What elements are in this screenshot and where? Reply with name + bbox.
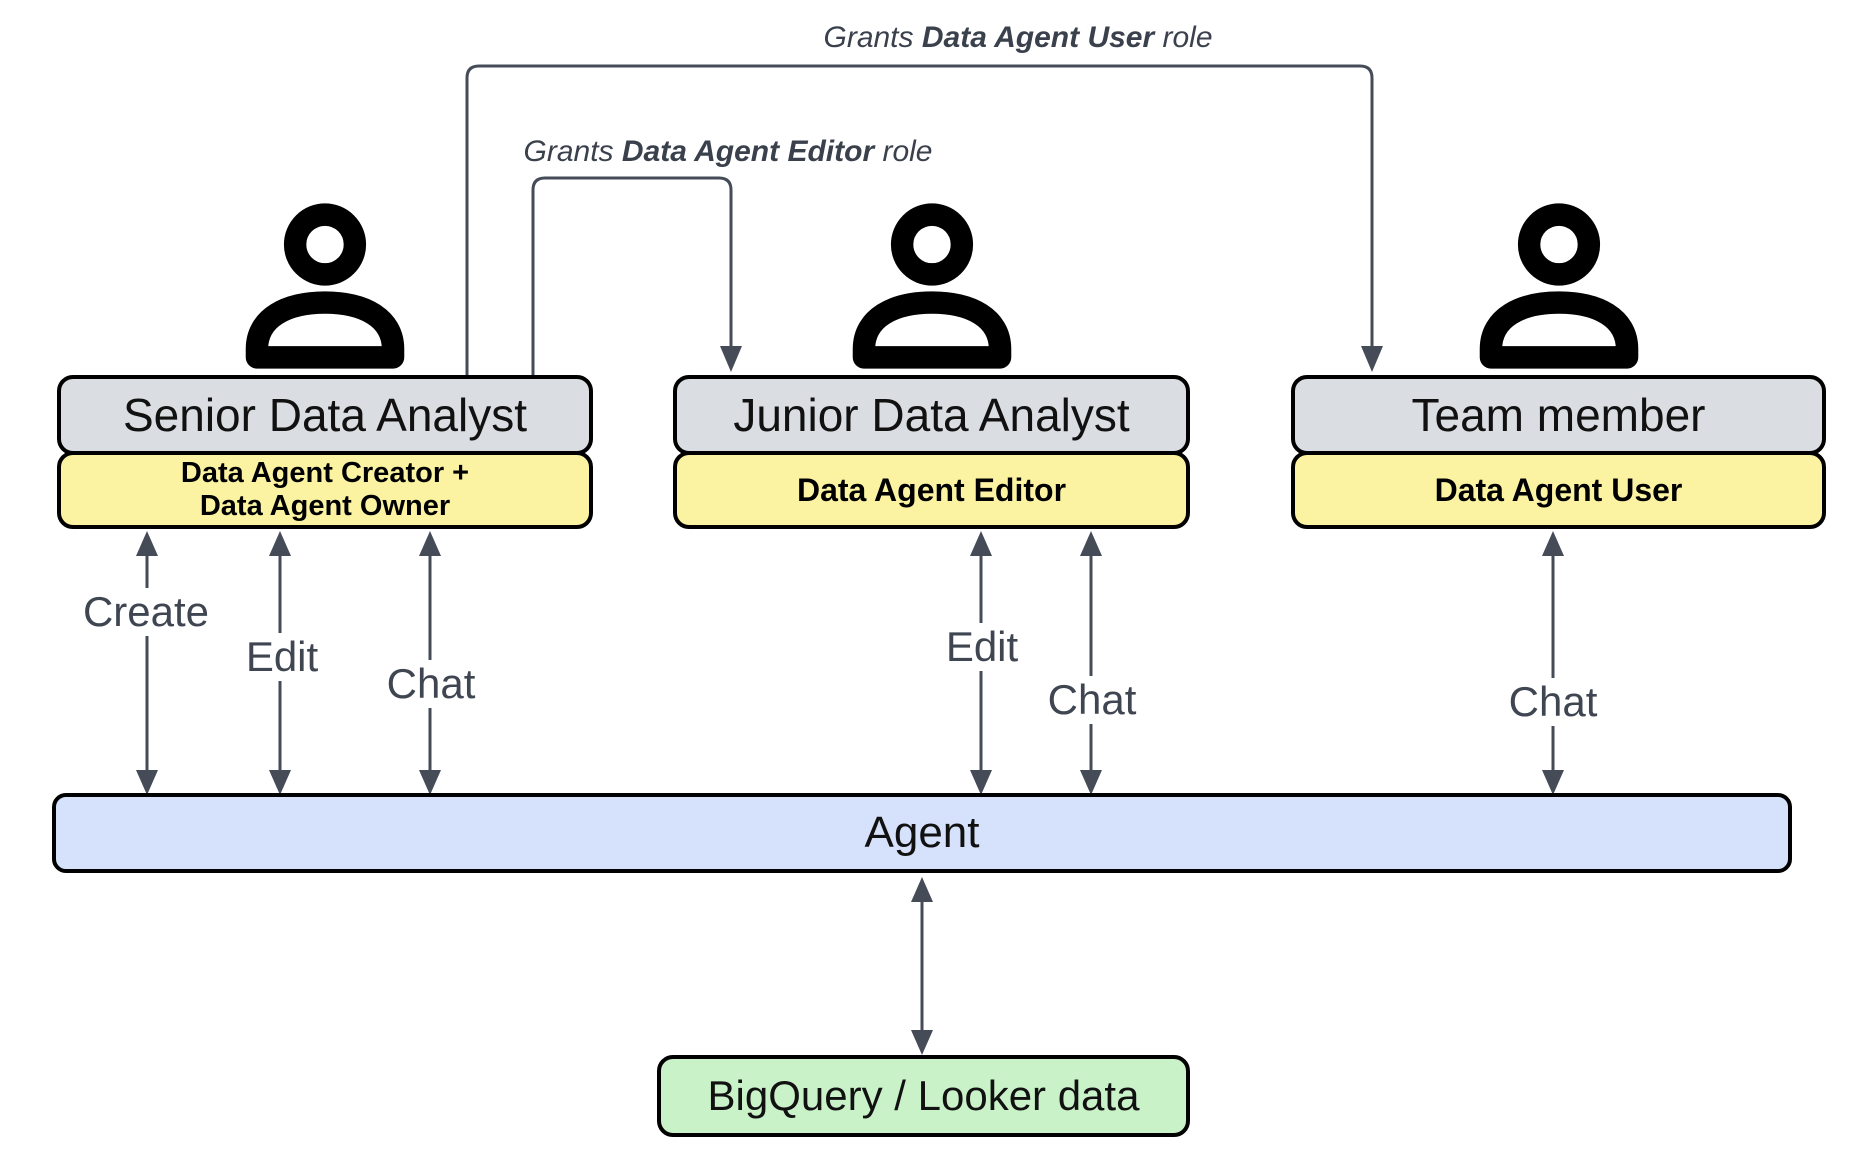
role-band-senior: Data Agent Creator + Data Agent Owner (57, 451, 593, 529)
role-line: Data Agent Owner (199, 490, 451, 522)
actor-title-junior: Junior Data Analyst (673, 375, 1190, 455)
actor-card-senior: Senior Data Analyst Data Agent Creator +… (57, 203, 593, 529)
grant-editor-connector (531, 176, 733, 377)
grant-label-user-prefix: Grants (823, 21, 922, 54)
role-line: Data Agent Creator + (180, 457, 470, 489)
grant-label-editor-suffix: role (874, 135, 933, 168)
person-icon (1479, 203, 1638, 369)
actor-card-team: Team member Data Agent User (1291, 203, 1826, 529)
arrowheads (136, 346, 1564, 1055)
agent-label: Agent (864, 808, 980, 857)
role-band-team: Data Agent User (1291, 451, 1826, 529)
grant-label-user: Grants Data Agent User role (823, 21, 1212, 55)
person-icon (245, 203, 405, 369)
person-icon (852, 203, 1011, 369)
action-label-edit-junior: Edit (939, 623, 1025, 671)
action-label-chat-team: Chat (1502, 678, 1604, 726)
action-label-chat-junior: Chat (1041, 676, 1143, 724)
action-label-chat-senior: Chat (380, 660, 482, 708)
grant-label-editor: Grants Data Agent Editor role (524, 135, 933, 169)
role-line: Data Agent Editor (796, 471, 1067, 508)
action-label-edit-senior: Edit (239, 633, 325, 681)
grant-label-user-suffix: role (1154, 21, 1213, 54)
actor-card-junior: Junior Data Analyst Data Agent Editor (673, 203, 1190, 529)
grant-user-connector (465, 64, 1374, 377)
grant-label-editor-role: Data Agent Editor (621, 135, 875, 168)
grant-label-editor-prefix: Grants (523, 135, 622, 168)
grant-label-user-role: Data Agent User (921, 21, 1155, 54)
datasource-label: BigQuery / Looker data (707, 1072, 1140, 1119)
role-line: Data Agent User (1434, 471, 1683, 508)
actor-title-senior: Senior Data Analyst (57, 375, 593, 455)
actor-title-team: Team member (1291, 375, 1826, 455)
action-label-create: Create (76, 588, 216, 636)
role-band-junior: Data Agent Editor (673, 451, 1190, 529)
agent-bar: Agent (52, 793, 1792, 873)
datasource-box: BigQuery / Looker data (657, 1055, 1190, 1137)
